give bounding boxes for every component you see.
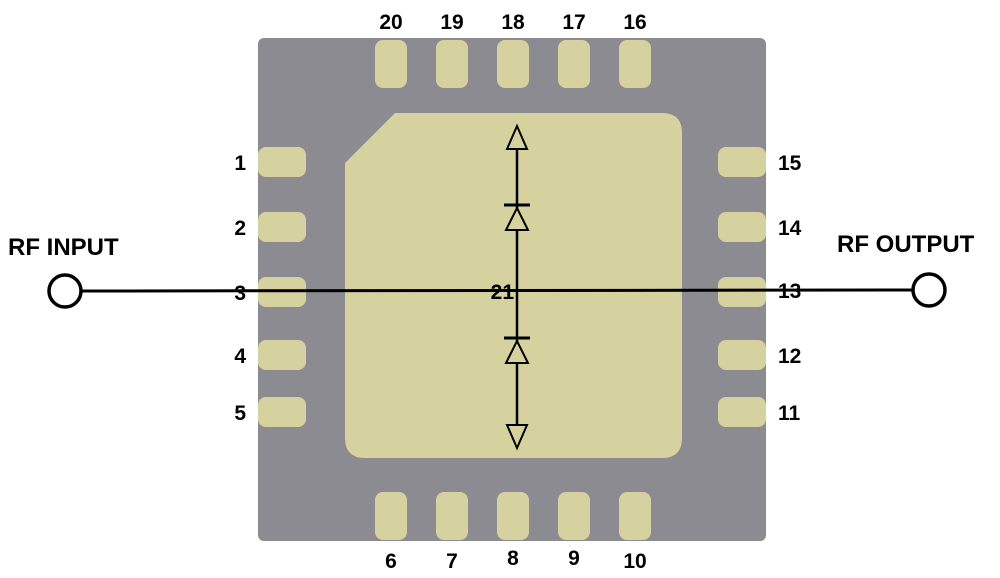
pad-7 xyxy=(436,492,468,540)
pin-label-3: 3 xyxy=(234,282,246,305)
pin-label-9: 9 xyxy=(568,547,580,570)
pin-label-15: 15 xyxy=(778,152,802,175)
pad-14 xyxy=(718,212,766,242)
pin-label-12: 12 xyxy=(778,345,801,368)
pad-6 xyxy=(375,492,407,540)
pin-label-18: 18 xyxy=(501,11,525,34)
pin-label-4: 4 xyxy=(234,345,246,368)
pin-label-6: 6 xyxy=(385,550,397,573)
rf-input-label: RF INPUT xyxy=(8,234,119,261)
top-arrow-icon xyxy=(505,123,529,150)
rf-signal-line xyxy=(80,288,914,293)
pin-label-11: 11 xyxy=(778,402,801,425)
pin-label-7: 7 xyxy=(446,550,458,573)
center-pad-21 xyxy=(345,113,682,458)
pin-label-13: 13 xyxy=(778,280,801,303)
pad-10 xyxy=(619,492,651,540)
pad-4 xyxy=(258,340,306,370)
center-pad-label: 21 xyxy=(491,281,515,304)
pin-label-2: 2 xyxy=(234,217,246,240)
upper-diode-icon xyxy=(504,205,530,231)
rf-output-terminal-icon xyxy=(911,272,947,308)
rf-output-label: RF OUTPUT xyxy=(837,231,975,258)
pad-5 xyxy=(258,397,306,427)
pad-16 xyxy=(619,40,651,88)
pad-15 xyxy=(718,147,766,177)
pin-label-20: 20 xyxy=(379,11,402,34)
bottom-pads xyxy=(375,492,651,540)
pad-1 xyxy=(258,147,306,177)
pin-label-10: 10 xyxy=(623,550,646,573)
rf-input-terminal-icon xyxy=(47,273,83,309)
pad-17 xyxy=(558,40,590,88)
pad-8 xyxy=(497,492,529,540)
right-pads xyxy=(718,147,766,427)
pin-label-5: 5 xyxy=(234,402,246,425)
pad-11 xyxy=(718,397,766,427)
pad-18 xyxy=(497,40,529,88)
pad-2 xyxy=(258,212,306,242)
pad-19 xyxy=(436,40,468,88)
pad-9 xyxy=(558,492,590,540)
lower-diode-icon xyxy=(504,338,530,364)
top-pads xyxy=(375,40,651,88)
pin-label-14: 14 xyxy=(778,217,802,240)
pad-12 xyxy=(718,340,766,370)
pin-label-1: 1 xyxy=(234,152,246,175)
pin-label-19: 19 xyxy=(440,11,463,34)
pad-20 xyxy=(375,40,407,88)
pin-label-16: 16 xyxy=(623,11,646,34)
pin-label-8: 8 xyxy=(507,547,519,570)
pin-label-17: 17 xyxy=(562,11,585,34)
pad-13 xyxy=(718,277,766,307)
bottom-arrow-icon xyxy=(505,424,529,451)
